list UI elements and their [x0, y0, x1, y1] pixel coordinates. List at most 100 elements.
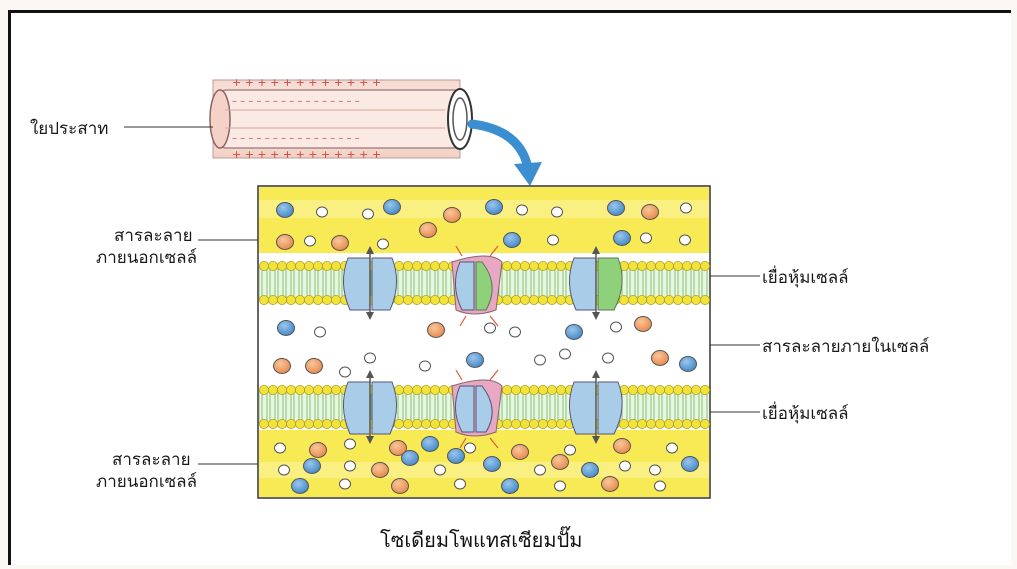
- lipid-head: [547, 261, 556, 270]
- ion-orange: [306, 359, 323, 374]
- membrane-cross-section: [258, 186, 710, 498]
- lipid-head: [259, 385, 268, 394]
- lipid-head: [637, 295, 646, 304]
- lipid-head: [538, 295, 547, 304]
- ion-white: [305, 236, 316, 246]
- ion-blue: [682, 457, 699, 472]
- ion-white: [552, 207, 563, 217]
- lipid-head: [538, 385, 547, 394]
- lipid-head: [700, 261, 709, 270]
- lipid-head: [277, 385, 286, 394]
- lipid-head: [637, 261, 646, 270]
- lipid-head: [664, 295, 673, 304]
- ion-white: [548, 235, 559, 245]
- ion-white: [275, 443, 286, 453]
- lipid-head: [646, 261, 655, 270]
- lipid-head: [556, 295, 565, 304]
- lipid-head: [313, 261, 322, 270]
- ion-blue: [504, 233, 521, 248]
- lipid-head: [628, 295, 637, 304]
- lipid-head: [412, 295, 421, 304]
- label-extracellular-top-2: ภายนอกเซลล์: [96, 244, 197, 271]
- ion-blue: [384, 200, 401, 215]
- label-membrane-top: เยื่อหุ้มเซลล์: [762, 264, 849, 291]
- lipid-head: [412, 385, 421, 394]
- lipid-head: [313, 419, 322, 428]
- lipid-head: [700, 419, 709, 428]
- ion-orange: [420, 223, 437, 238]
- lipid-head: [286, 385, 295, 394]
- lipid-head: [673, 419, 682, 428]
- lipid-head: [556, 261, 565, 270]
- ion-blue: [484, 457, 501, 472]
- fiber-minus-top: – – – – – – – – – – – – – – – –: [232, 96, 360, 107]
- lipid-head: [529, 385, 538, 394]
- lipid-head: [286, 419, 295, 428]
- lipid-head: [673, 385, 682, 394]
- lipid-head: [430, 261, 439, 270]
- lipid-head: [511, 261, 520, 270]
- lipid-head: [268, 385, 277, 394]
- ion-orange: [652, 351, 669, 366]
- ion-blue: [304, 459, 321, 474]
- lipid-head: [322, 385, 331, 394]
- ion-white: [641, 233, 652, 243]
- ion-white: [340, 367, 351, 377]
- lipid-head: [322, 295, 331, 304]
- lipid-head: [547, 419, 556, 428]
- ion-white: [681, 203, 692, 213]
- ion-blue: [582, 463, 599, 478]
- lipid-head: [295, 385, 304, 394]
- lipid-head: [304, 385, 313, 394]
- lipid-head: [529, 295, 538, 304]
- lipid-head: [322, 261, 331, 270]
- ion-orange: [277, 235, 294, 250]
- lipid-head: [277, 295, 286, 304]
- lipid-head: [664, 261, 673, 270]
- lipid-head: [331, 295, 340, 304]
- lipid-head: [403, 295, 412, 304]
- lipid-head: [691, 385, 700, 394]
- lipid-head: [673, 261, 682, 270]
- lipid-head: [304, 419, 313, 428]
- fiber-minus-bottom: – – – – – – – – – – – – – – – –: [232, 133, 360, 144]
- lipid-head: [421, 261, 430, 270]
- lipid-head: [322, 419, 331, 428]
- ion-blue: [402, 451, 419, 466]
- lipid-head: [259, 419, 268, 428]
- lipid-head: [304, 295, 313, 304]
- lipid-head: [286, 261, 295, 270]
- ion-white: [555, 481, 566, 491]
- lipid-head: [421, 295, 430, 304]
- lipid-head: [439, 295, 448, 304]
- lipid-head: [529, 419, 538, 428]
- lipid-head: [439, 385, 448, 394]
- ion-orange: [332, 236, 349, 251]
- lipid-head: [403, 419, 412, 428]
- ion-orange: [428, 323, 445, 338]
- ion-blue: [486, 200, 503, 215]
- ion-white: [535, 465, 546, 475]
- ion-blue: [608, 201, 625, 216]
- ion-white: [667, 443, 678, 453]
- ion-white: [517, 205, 528, 215]
- ion-blue: [566, 325, 583, 340]
- lipid-head: [529, 261, 538, 270]
- lipid-head: [286, 295, 295, 304]
- ion-white: [365, 353, 376, 363]
- lipid-head: [646, 385, 655, 394]
- ion-blue: [502, 479, 519, 494]
- ion-blue: [467, 353, 484, 368]
- lipid-head: [538, 261, 547, 270]
- nerve-fiber: + + + + + + + + + + + + + + + + + + + + …: [210, 76, 472, 161]
- lipid-head: [628, 419, 637, 428]
- lipid-head: [430, 385, 439, 394]
- lipid-head: [511, 385, 520, 394]
- lipid-head: [637, 385, 646, 394]
- lipid-head: [277, 261, 286, 270]
- lipid-head: [259, 295, 268, 304]
- lipid-head: [313, 295, 322, 304]
- ion-white: [363, 209, 374, 219]
- ion-blue: [448, 449, 465, 464]
- ion-white: [378, 239, 389, 249]
